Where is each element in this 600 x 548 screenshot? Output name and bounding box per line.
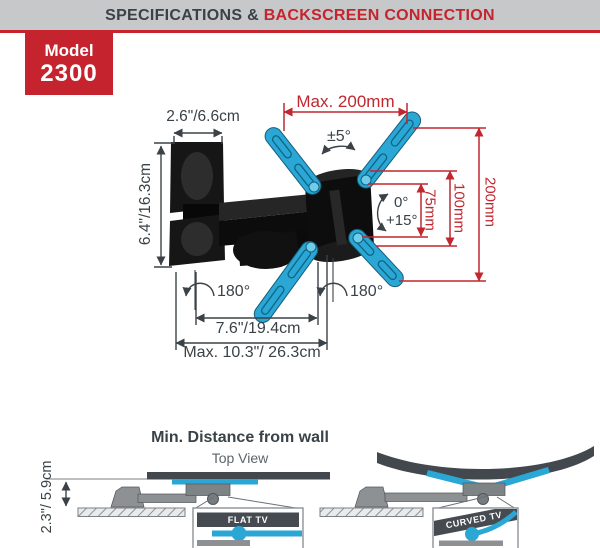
header-bar: SPECIFICATIONS & BACKSCREEN CONNECTION	[0, 0, 600, 30]
curved-pivot	[477, 493, 489, 505]
header-title-dark: SPECIFICATIONS &	[105, 7, 264, 24]
flat-arm	[137, 493, 197, 503]
flat-tv-schematic-wall	[197, 540, 250, 546]
curved-tv-schematic-wall	[439, 540, 503, 546]
curved-tv-banner	[434, 509, 517, 539]
curved-wall-bracket	[354, 486, 389, 508]
curved-tv-diagram	[319, 446, 594, 548]
dim-vesa-200: 200mm	[481, 176, 499, 228]
curved-arm	[384, 492, 468, 502]
vesa-screws	[305, 174, 372, 253]
flat-wall	[77, 507, 186, 517]
flat-tv-diagram	[46, 472, 330, 548]
flat-tv-schematic-line	[212, 530, 302, 537]
vesa-arm-upper-left	[264, 127, 322, 195]
wall-mount	[169, 142, 374, 269]
callout-leader	[227, 496, 303, 510]
wall-plate-bottom-recess	[181, 222, 213, 256]
red-dimensions	[283, 103, 486, 282]
curved-tv-profile	[377, 446, 594, 480]
bottom-title: Min. Distance from wall	[151, 429, 329, 446]
header-divider	[0, 30, 600, 33]
wall-plate-top-recess	[181, 152, 213, 200]
flat-tv-schematic-pivot	[231, 526, 247, 541]
model-label: Model	[44, 41, 94, 60]
curved-tv-schematic-pivot	[465, 527, 479, 541]
dim-wall-plate-width: 2.6"/6.6cm	[166, 108, 240, 125]
curved-tv-adapter-right	[494, 467, 550, 489]
callout-leader	[193, 496, 215, 510]
model-badge: Model 2300	[25, 33, 113, 95]
dim-fine-swivel: ±5°	[326, 128, 352, 145]
dim-swivel-right: 180°	[350, 283, 384, 300]
bottom-subtitle: Top View	[211, 450, 269, 466]
dim-vesa-75: 75mm	[421, 189, 439, 231]
arm-elbow	[233, 231, 299, 269]
curved-wall	[319, 507, 424, 517]
flat-tv-adapter	[172, 479, 258, 485]
vesa-arms	[253, 111, 422, 323]
swivel-arrow-left	[182, 282, 215, 297]
flat-head	[185, 483, 231, 496]
dim-vesa-100: 100mm	[450, 182, 468, 234]
dim-arm-length: 7.6"/19.4cm	[215, 320, 301, 337]
dark-dimensions	[154, 128, 389, 350]
dim-tilt-min: 0°	[394, 194, 409, 211]
model-number: 2300	[40, 60, 98, 87]
dim-wall-distance: 2.3"/ 5.9cm	[39, 460, 55, 534]
arm-top-face	[219, 194, 314, 221]
vesa-arm-lower-right	[348, 228, 404, 288]
fine-swivel-arrow	[321, 141, 356, 155]
flat-tv-label: FLAT TV	[227, 515, 269, 525]
dim-tilt-max: +15°	[386, 212, 418, 229]
dim-max-vesa-width: Max. 200mm	[296, 92, 395, 111]
header-title-red: BACKSCREEN CONNECTION	[263, 7, 495, 24]
dim-max-extension: Max. 10.3"/ 26.3cm	[183, 344, 321, 361]
callout-leader	[496, 496, 517, 510]
dim-wall-plate-height: 6.4"/16.3cm	[137, 162, 154, 246]
hub-spine	[329, 189, 347, 246]
swivel-arrow-right	[316, 282, 348, 297]
callout-leader	[433, 495, 489, 510]
flat-tv-profile	[147, 472, 330, 480]
flat-tv-banner	[197, 512, 299, 527]
dim-swivel-left: 180°	[217, 283, 251, 300]
tilt-arrow	[376, 193, 389, 232]
flat-pivot	[207, 493, 219, 505]
